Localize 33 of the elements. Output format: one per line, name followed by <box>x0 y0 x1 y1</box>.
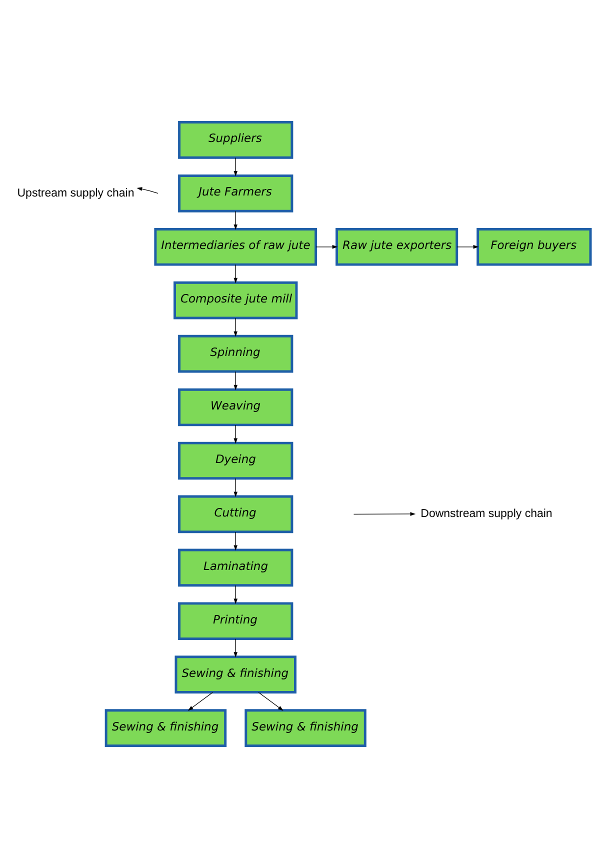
node-box: Composite jute mill <box>174 280 298 319</box>
node-box: Sewing & finishing <box>104 708 227 746</box>
arrow <box>234 370 238 390</box>
node-box: Sewing & finishing <box>244 708 366 746</box>
arrow <box>234 638 238 658</box>
node-box: Jute Farmers <box>178 174 294 212</box>
arrow <box>456 244 479 248</box>
node-text: Upstream supply chain <box>17 186 134 199</box>
node-box: Intermediaries of raw jute <box>154 227 318 266</box>
arrow <box>316 244 338 248</box>
node-box: Laminating <box>178 548 294 586</box>
arrow <box>234 317 238 336</box>
arrow <box>234 264 238 283</box>
arrow <box>234 478 238 497</box>
arrow <box>234 584 238 604</box>
arrow <box>188 692 214 710</box>
node-box: Raw jute exporters <box>336 227 458 266</box>
arrow <box>136 186 158 194</box>
node-box: Cutting <box>178 494 294 533</box>
node-box: Suppliers <box>178 120 294 158</box>
arrow <box>234 531 238 550</box>
arrow <box>234 424 238 444</box>
node-box: Weaving <box>178 388 294 426</box>
node-box: Foreign buyers <box>476 227 592 266</box>
node-box: Printing <box>178 602 294 640</box>
arrow <box>353 512 416 516</box>
node-text: Downstream supply chain <box>420 508 552 520</box>
arrow <box>258 692 284 710</box>
node-box: Spinning <box>178 334 294 372</box>
node-box: Sewing & finishing <box>174 655 296 693</box>
arrow <box>234 156 238 176</box>
node-box: Dyeing <box>178 441 294 480</box>
arrow <box>234 210 238 230</box>
